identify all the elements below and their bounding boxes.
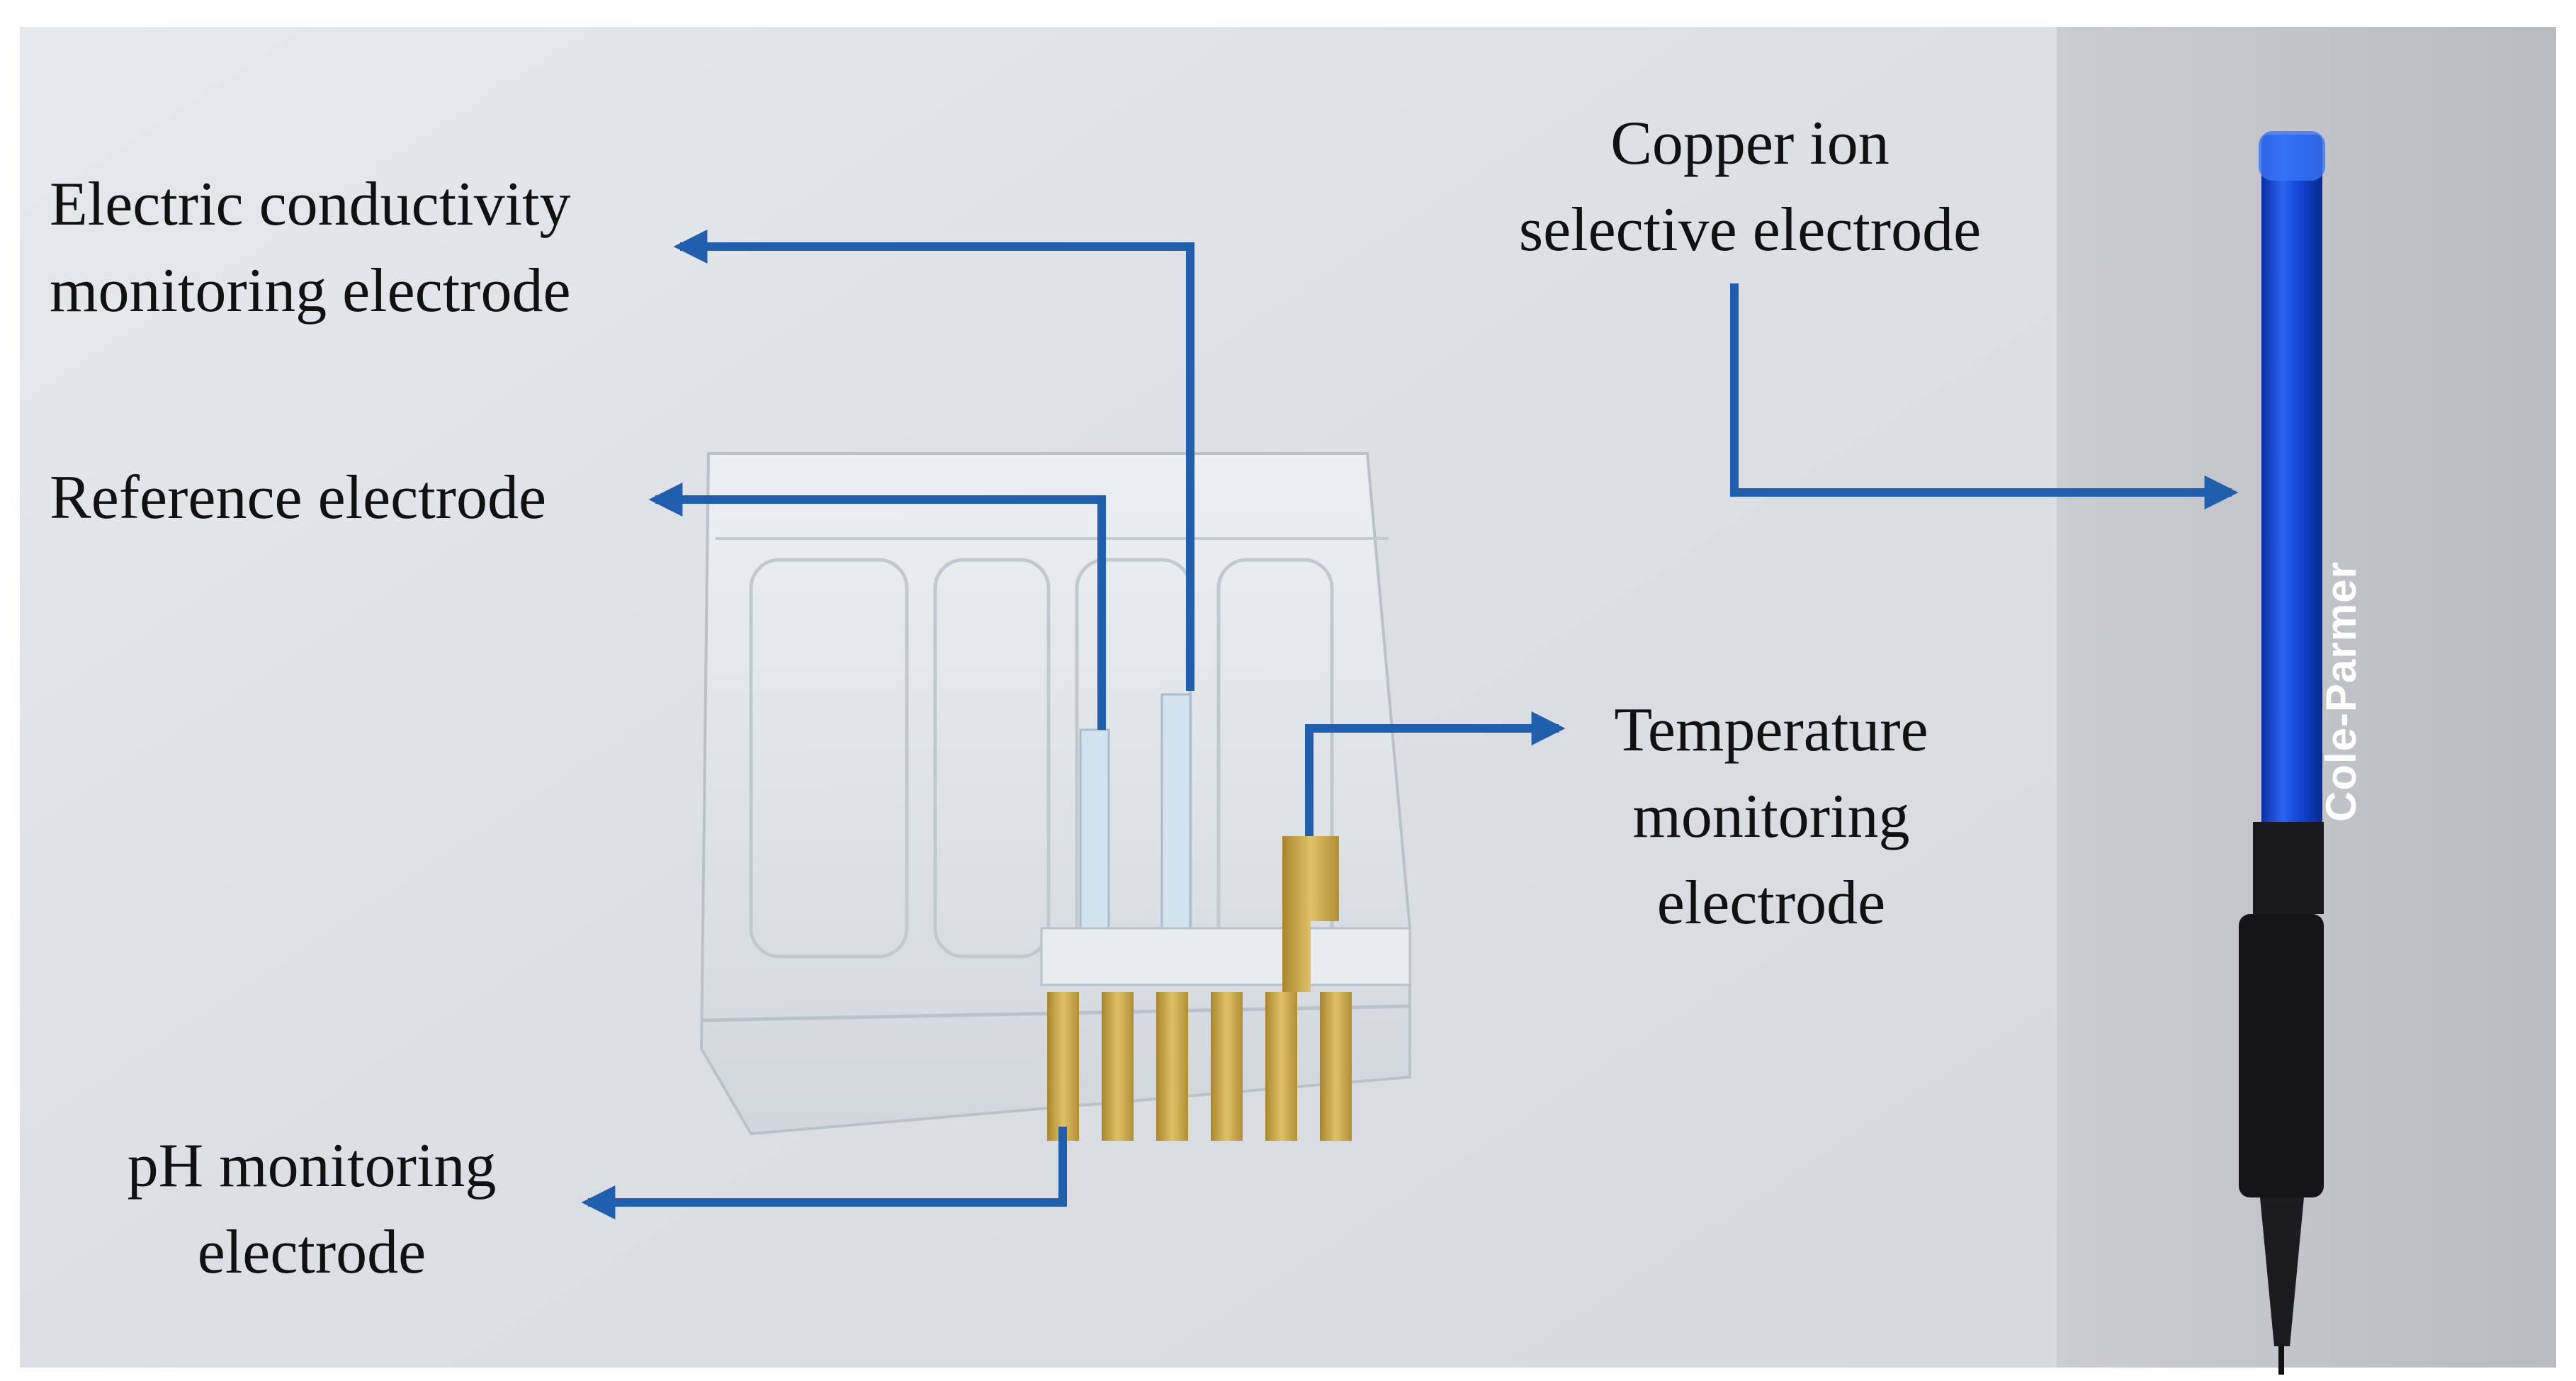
arrow-copper [1730, 283, 2239, 509]
label-conductivity-electrode: Electric conductivity monitoring electro… [50, 170, 571, 325]
copper-ion-probe [2239, 131, 2325, 1375]
arrow-temperature [1305, 711, 1566, 836]
annotation-arrows [581, 230, 2239, 1219]
arrow-conductivity [673, 230, 1194, 691]
microfluidic-chip [699, 452, 1411, 1141]
label-copper-electrode: Copper ion selective electrode [1518, 109, 1982, 264]
label-ph-electrode: pH monitoring electrode [127, 1132, 497, 1287]
label-temperature-electrode: Temperature monitoring electrode [1614, 696, 1928, 937]
arrow-ph [581, 1127, 1067, 1219]
gold-contacts [1047, 836, 1352, 1141]
label-reference-electrode: Reference electrode [50, 463, 547, 532]
arrow-reference [648, 483, 1106, 730]
probe-brand-text: Cole-Parmer [2317, 561, 2365, 822]
